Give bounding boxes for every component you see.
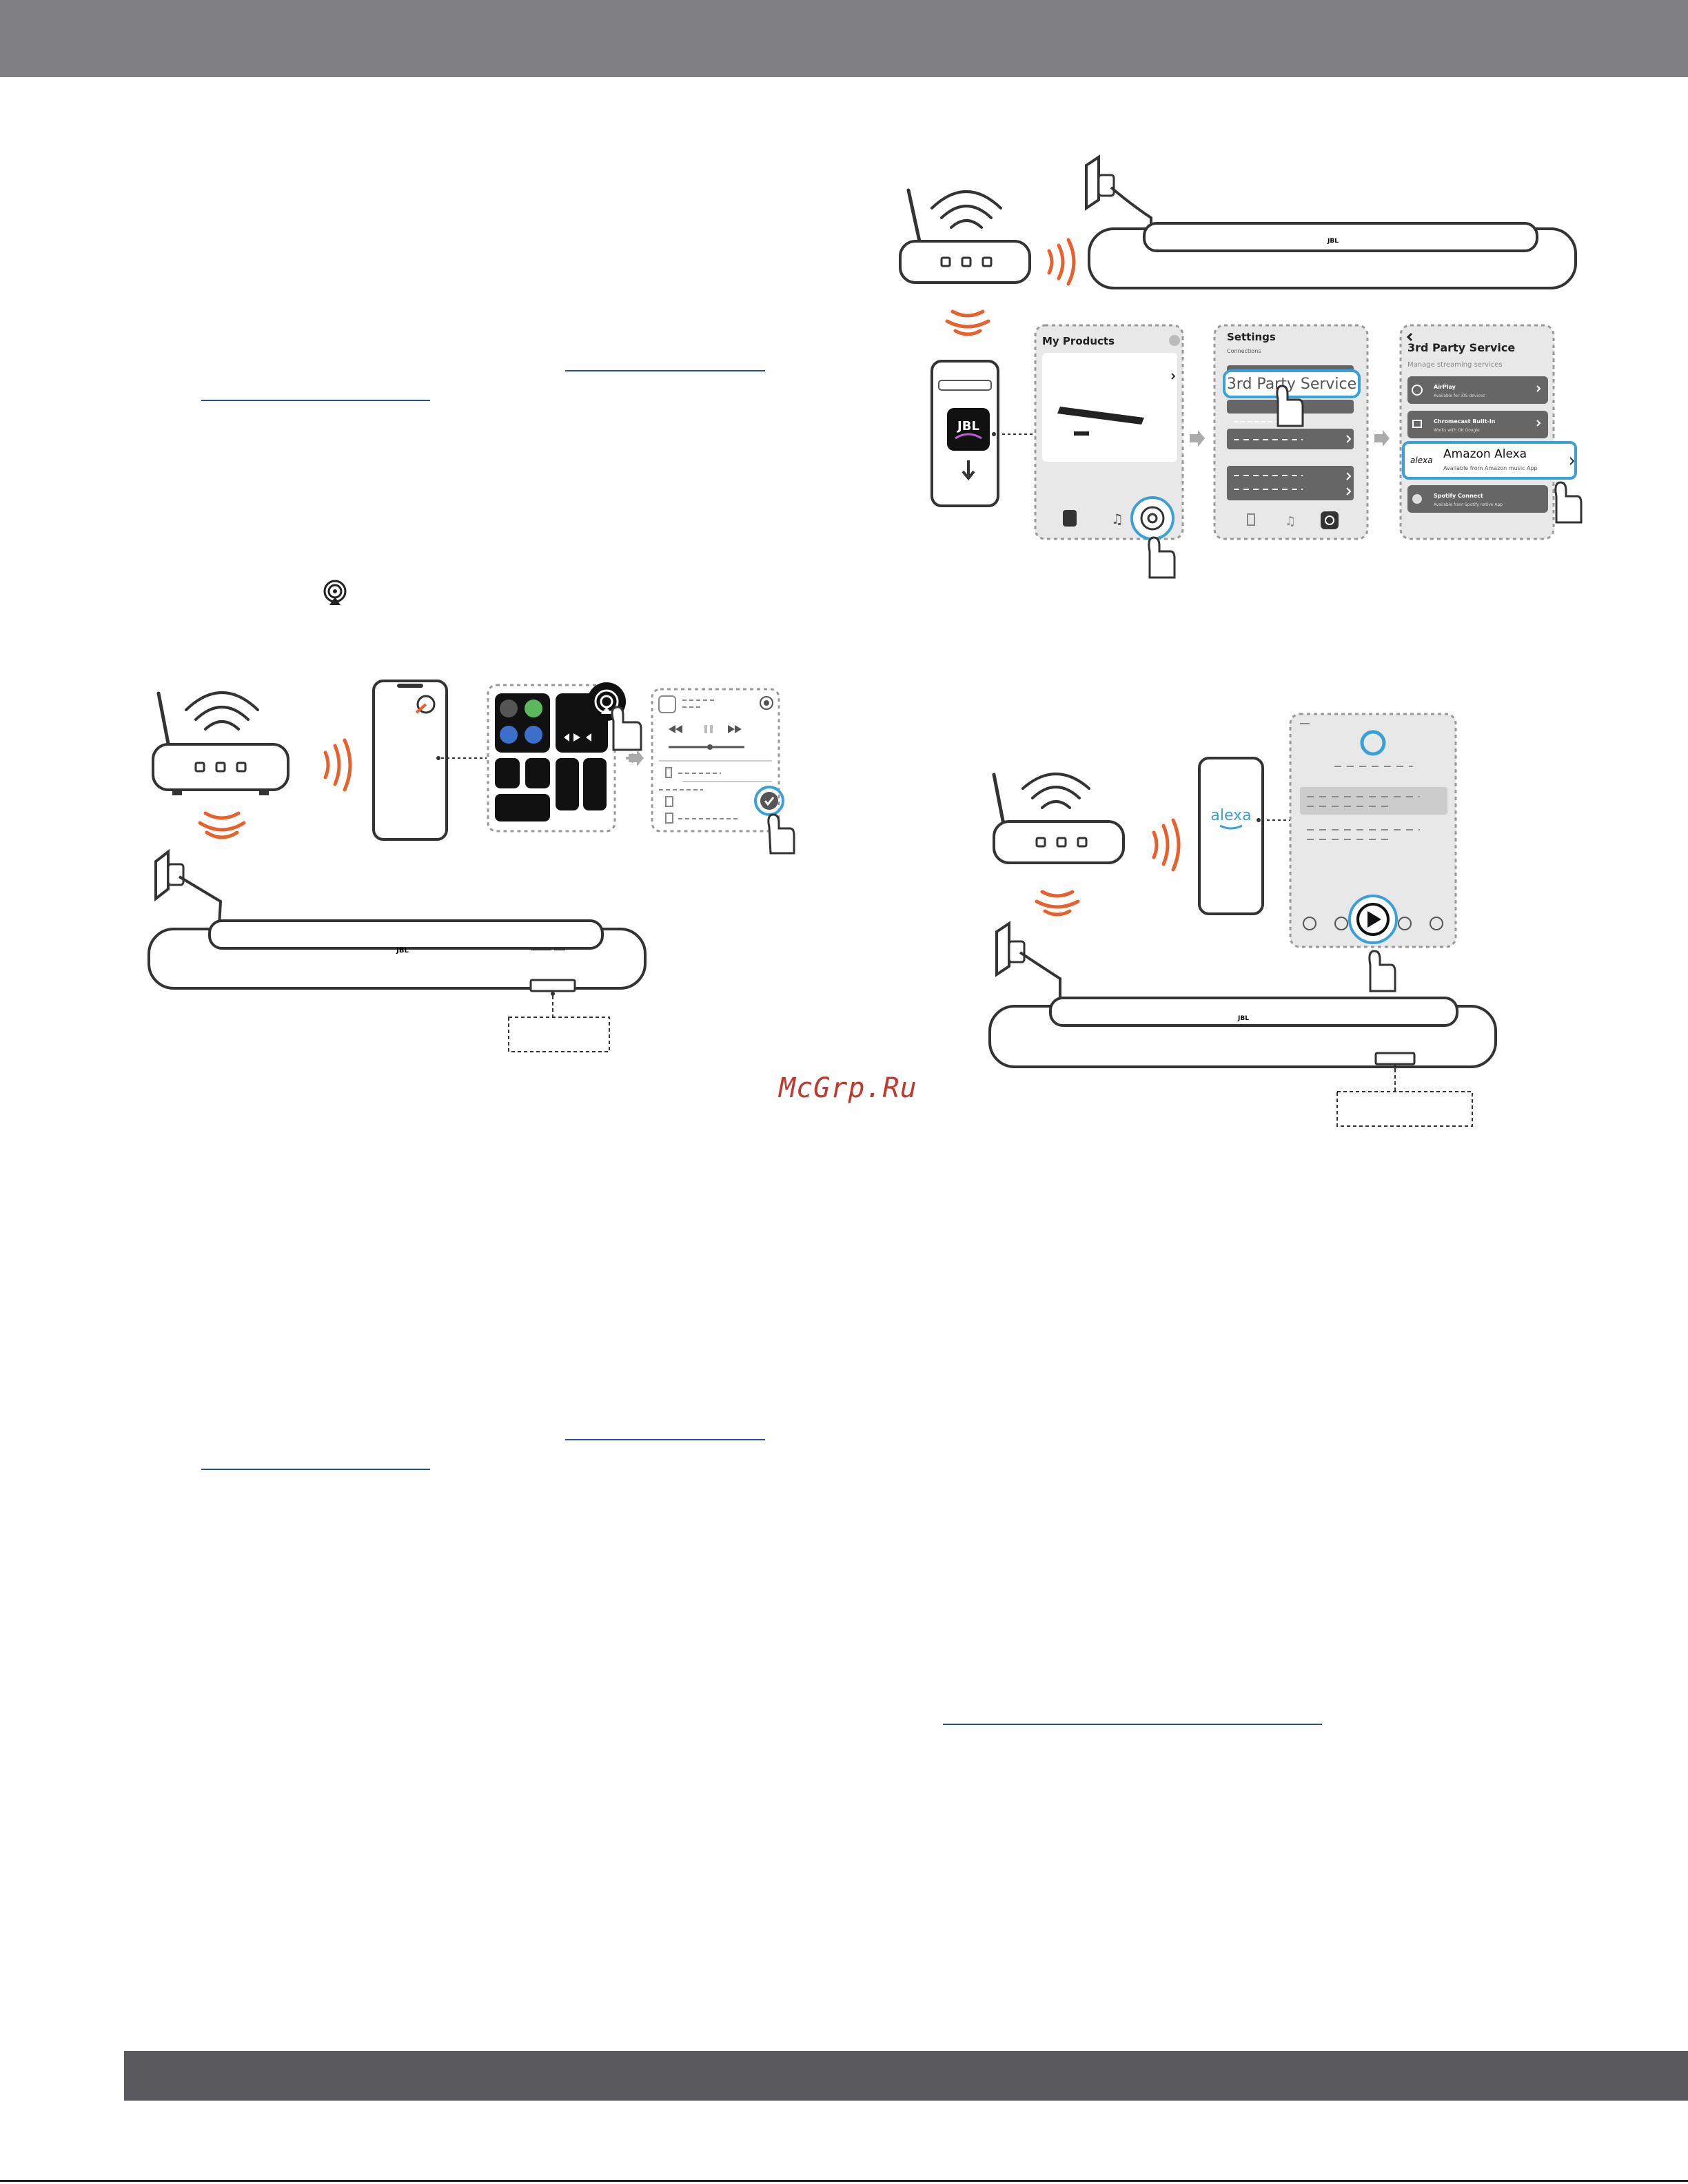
router-icon xyxy=(152,691,289,795)
link-underline[interactable] xyxy=(565,370,765,371)
svg-text:JBL: JBL xyxy=(1237,1015,1249,1022)
plug-icon xyxy=(1085,154,1152,238)
svg-text:3rd Party Service: 3rd Party Service xyxy=(1407,341,1515,354)
svg-text:alexa: alexa xyxy=(1210,807,1251,824)
jbl-app-icon xyxy=(947,408,990,451)
soundbar: JBL xyxy=(148,919,647,1052)
svg-text:Available for iOS devices: Available for iOS devices xyxy=(1434,394,1485,398)
link-underline[interactable] xyxy=(565,1439,765,1440)
svg-text:♫: ♫ xyxy=(1285,514,1296,529)
svg-text:Available from Spotify native: Available from Spotify native App xyxy=(1434,502,1503,507)
plug-icon xyxy=(995,921,1061,999)
wifi-icon xyxy=(1021,773,1090,809)
signal-waves-right xyxy=(323,738,352,792)
phone xyxy=(372,680,448,841)
link-underline[interactable] xyxy=(201,1469,430,1470)
svg-text:Chromecast Built-In: Chromecast Built-In xyxy=(1434,418,1496,425)
hand-pointer-icon xyxy=(611,706,642,751)
signal-waves-down xyxy=(198,811,246,839)
svg-text:3rd Party Service: 3rd Party Service xyxy=(1227,376,1356,393)
wifi-icon xyxy=(931,190,1002,229)
svg-text:Settings: Settings xyxy=(1227,331,1276,343)
router-icon xyxy=(899,188,1031,284)
router-icon xyxy=(992,773,1125,864)
soundbar: JBL xyxy=(988,997,1497,1127)
link-underline[interactable] xyxy=(943,1724,1322,1725)
svg-text:Connections: Connections xyxy=(1227,348,1261,354)
music-note-icon: ♫ xyxy=(1111,511,1123,527)
alexa-ring-icon xyxy=(1360,730,1386,756)
gear-icon xyxy=(1140,506,1165,531)
phone xyxy=(1198,757,1264,915)
svg-text:Manage streaming services: Manage streaming services xyxy=(1407,361,1503,369)
airplay-setup-illustration: JBL xyxy=(148,680,795,1052)
soundbar: JBL xyxy=(1088,222,1577,289)
bottom-footer-band xyxy=(124,2051,1688,2101)
link-underline[interactable] xyxy=(201,400,430,401)
footer-rule xyxy=(0,2180,1688,2182)
signal-waves-down xyxy=(1035,890,1080,917)
play-icon xyxy=(1356,903,1390,936)
svg-text:JBL: JBL xyxy=(1327,238,1339,245)
wifi-icon xyxy=(185,691,259,731)
hand-pointer-icon xyxy=(1148,536,1176,579)
svg-text:Available from Amazon music Ap: Available from Amazon music App xyxy=(1443,465,1538,471)
svg-text:Spotify Connect: Spotify Connect xyxy=(1434,493,1483,499)
svg-text:Works with OK Google: Works with OK Google xyxy=(1434,428,1480,433)
spotify-icon xyxy=(1412,494,1422,504)
plug-icon xyxy=(154,848,223,926)
third-party-service-illustration: JBL JBL My Products ♫ Settings Connectio… xyxy=(899,154,1583,579)
watermark: McGrp.Ru xyxy=(779,1072,917,1104)
signal-waves-down xyxy=(945,309,990,336)
top-header-band xyxy=(0,0,1688,77)
alexa-setup-illustration: alexa JBL xyxy=(988,713,1497,1127)
svg-text:JBL: JBL xyxy=(956,419,979,433)
signal-waves-right xyxy=(1152,818,1181,872)
hand-pointer-icon xyxy=(1368,950,1396,992)
svg-text:My Products: My Products xyxy=(1042,335,1115,347)
svg-text:Amazon Alexa: Amazon Alexa xyxy=(1443,447,1527,461)
airplay-icon xyxy=(1412,385,1423,396)
signal-waves-right xyxy=(1047,238,1076,286)
svg-text:AirPlay: AirPlay xyxy=(1434,384,1456,390)
svg-text:alexa: alexa xyxy=(1410,456,1433,465)
cast-icon xyxy=(1412,420,1422,428)
airplay-icon xyxy=(323,580,347,605)
svg-text:JBL: JBL xyxy=(396,947,409,955)
